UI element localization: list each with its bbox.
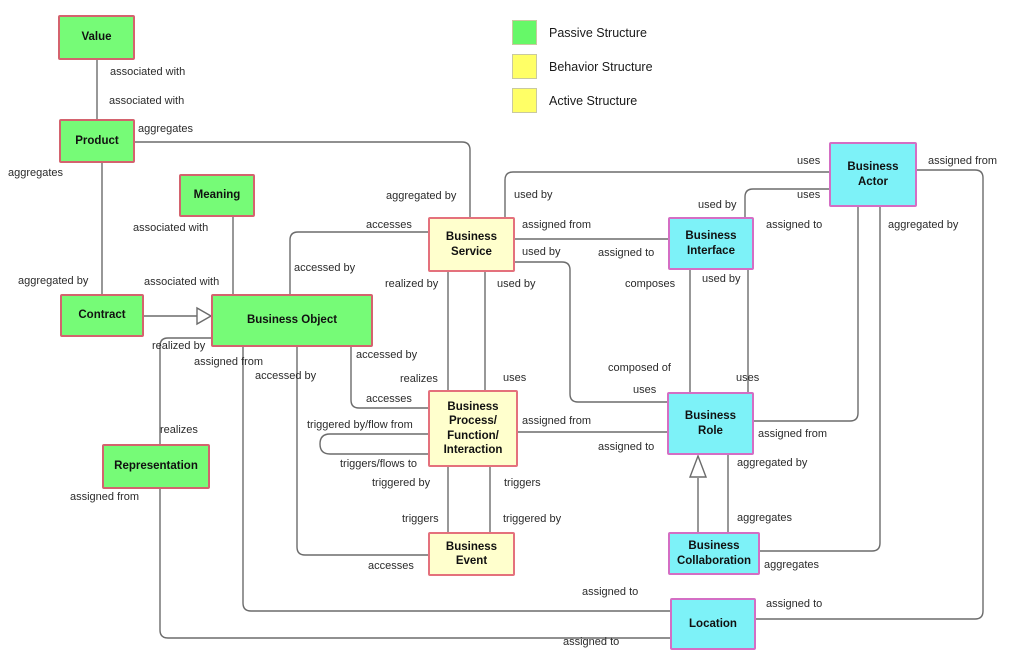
legend-item: Passive Structure bbox=[512, 20, 653, 45]
node-product[interactable]: Product bbox=[59, 119, 135, 163]
edge-label: assigned from bbox=[194, 356, 264, 368]
node-business-role[interactable]: Business Role bbox=[667, 392, 754, 455]
legend-label: Active Structure bbox=[549, 93, 638, 108]
edge-label: aggregates bbox=[764, 559, 820, 571]
connector-line bbox=[515, 261, 667, 403]
edge-label: used by bbox=[698, 199, 737, 211]
edge-label: uses bbox=[503, 372, 527, 384]
edge-label: composes bbox=[625, 278, 676, 290]
edge-label: used by bbox=[514, 189, 553, 201]
connector-line bbox=[159, 337, 211, 444]
connector-line bbox=[744, 188, 829, 217]
connector-line bbox=[350, 347, 428, 409]
edge-label: assigned from bbox=[758, 428, 828, 440]
node-business-object[interactable]: Business Object bbox=[211, 294, 373, 347]
connector-line bbox=[760, 207, 881, 552]
edge-label: triggered by/flow from bbox=[307, 419, 413, 431]
edge-label: triggered by bbox=[372, 477, 431, 489]
connector-line bbox=[754, 207, 859, 422]
connector-line bbox=[756, 169, 984, 620]
edge-label: assigned from bbox=[928, 155, 998, 167]
node-business-service[interactable]: Business Service bbox=[428, 217, 515, 272]
node-business-event[interactable]: Business Event bbox=[428, 532, 515, 576]
edge-label: assigned to bbox=[598, 247, 655, 259]
edge-label: aggregates bbox=[138, 123, 194, 135]
node-location[interactable]: Location bbox=[670, 598, 756, 650]
connector-line bbox=[289, 231, 428, 294]
edge-label: associated with bbox=[110, 66, 186, 78]
connector-line bbox=[319, 433, 428, 455]
edge-label: triggers bbox=[402, 513, 439, 525]
node-contract[interactable]: Contract bbox=[60, 294, 144, 337]
edge-label: assigned to bbox=[766, 219, 823, 231]
node-business-interface[interactable]: Business Interface bbox=[668, 217, 754, 270]
edge-label: assigned from bbox=[522, 219, 592, 231]
legend-swatch-icon bbox=[512, 54, 537, 79]
legend-label: Passive Structure bbox=[549, 25, 647, 40]
edge-label: aggregated by bbox=[888, 219, 959, 231]
edge-label: realizes bbox=[160, 424, 198, 436]
edge-label: triggered by bbox=[503, 513, 562, 525]
edge-label: accesses bbox=[366, 219, 412, 231]
edge-label: assigned from bbox=[70, 491, 140, 503]
edge-label: assigned to bbox=[563, 636, 620, 648]
edge-label: aggregates bbox=[8, 167, 64, 179]
legend-label: Behavior Structure bbox=[549, 59, 653, 74]
edge-label: accessed by bbox=[255, 370, 317, 382]
legend-item: Behavior Structure bbox=[512, 54, 653, 79]
edge-label: accessed by bbox=[356, 349, 418, 361]
edge-label: assigned from bbox=[522, 415, 592, 427]
connector-line bbox=[242, 347, 670, 612]
specialization-triangle-icon bbox=[196, 306, 213, 326]
edge-label: associated with bbox=[144, 276, 220, 288]
edge-label: realized by bbox=[152, 340, 206, 352]
connector-line bbox=[159, 489, 670, 639]
specialization-triangle-icon bbox=[688, 454, 708, 478]
edge-label: aggregates bbox=[737, 512, 793, 524]
edge-label: accesses bbox=[368, 560, 414, 572]
node-value[interactable]: Value bbox=[58, 15, 135, 60]
edge-label: triggers/flows to bbox=[340, 458, 418, 470]
legend-swatch-icon bbox=[512, 88, 537, 113]
edge-label: uses bbox=[736, 372, 760, 384]
edge-label: used by bbox=[497, 278, 536, 290]
legend-swatch-icon bbox=[512, 20, 537, 45]
node-business-collaboration[interactable]: Business Collaboration bbox=[668, 532, 760, 575]
edge-label: uses bbox=[633, 384, 657, 396]
edge-label: triggers bbox=[504, 477, 541, 489]
edge-label: aggregated by bbox=[386, 190, 457, 202]
edge-label: assigned to bbox=[582, 586, 639, 598]
node-representation[interactable]: Representation bbox=[102, 444, 210, 489]
edge-label: aggregated by bbox=[737, 457, 808, 469]
node-meaning[interactable]: Meaning bbox=[179, 174, 255, 217]
edge-label: uses bbox=[797, 189, 821, 201]
edge-label: associated with bbox=[109, 95, 185, 107]
edge-label: composed of bbox=[608, 362, 671, 374]
connector-line bbox=[135, 141, 471, 217]
node-business-process[interactable]: Business Process/ Function/ Interaction bbox=[428, 390, 518, 467]
edge-label: assigned to bbox=[598, 441, 655, 453]
connector-line bbox=[296, 347, 428, 556]
edge-label: used by bbox=[702, 273, 741, 285]
node-business-actor[interactable]: Business Actor bbox=[829, 142, 917, 207]
edge-label: accesses bbox=[366, 393, 412, 405]
edge-label: associated with bbox=[133, 222, 209, 234]
legend-item: Active Structure bbox=[512, 88, 653, 113]
edge-label: aggregated by bbox=[18, 275, 89, 287]
edge-label: realizes bbox=[400, 373, 438, 385]
connector-line bbox=[504, 171, 829, 217]
edge-label: realized by bbox=[385, 278, 439, 290]
edge-label: uses bbox=[797, 155, 821, 167]
edge-label: assigned to bbox=[766, 598, 823, 610]
edge-label: used by bbox=[522, 246, 561, 258]
edge-label: accessed by bbox=[294, 262, 356, 274]
